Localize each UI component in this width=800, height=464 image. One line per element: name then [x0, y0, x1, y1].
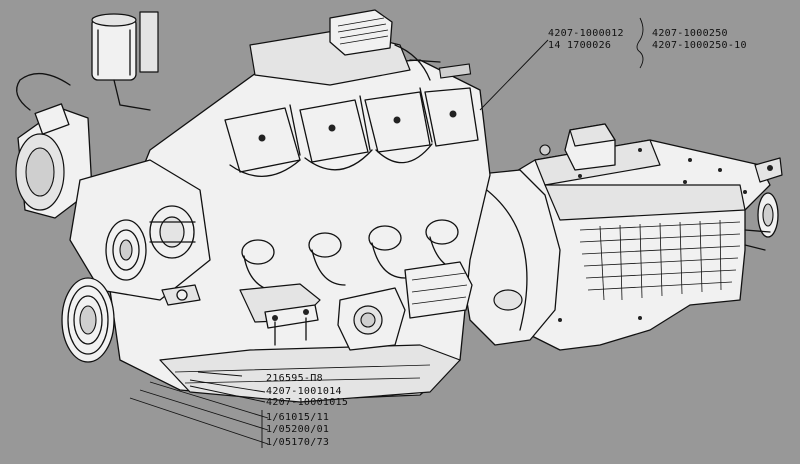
- rear-cylinder: [404, 261, 473, 319]
- output-flange: [744, 157, 783, 251]
- engine-mount-front: [264, 304, 319, 346]
- leader-engine-1: [189, 379, 266, 393]
- callout-heads-2: 14 1700026: [548, 40, 611, 51]
- leader-lines: [129, 17, 644, 448]
- oil-filter: [91, 11, 159, 111]
- callout-gearbox-2: 4207-1000250-10: [652, 40, 747, 51]
- callout-engine-1: 4207-1001014: [266, 386, 342, 397]
- callout-oil-pan: 216595-П8: [266, 373, 323, 384]
- head-cover-2: [299, 99, 369, 163]
- leader-engine-2: [189, 385, 266, 403]
- gearbox-bolts: [558, 148, 747, 322]
- gearbox-unit: [504, 123, 783, 351]
- oil-cooler: [337, 287, 406, 351]
- callout-gearbox-1: 4207-1000250: [652, 28, 728, 39]
- callout-heads-1: 4207-1000012: [548, 28, 624, 39]
- leader-oil-pan: [197, 371, 243, 377]
- fan-pulley: [105, 219, 147, 281]
- gearbox-ribs: [579, 219, 741, 301]
- callout-engine-2: 4207-10001015: [266, 397, 348, 408]
- clutch-housing: [459, 169, 561, 346]
- callout-bolt-1: 1/61015/11: [266, 412, 329, 423]
- gearbox-brace: [636, 17, 644, 69]
- starter-motor: [15, 73, 93, 219]
- callout-bolt-3: 1/05170/73: [266, 437, 329, 448]
- oil-pan: [159, 344, 461, 403]
- tensioner-bracket: [161, 284, 201, 306]
- cylinder-head-covers: [224, 87, 479, 177]
- top-manifold: [249, 9, 472, 86]
- alternator: [149, 205, 196, 259]
- air-compressor: [329, 9, 393, 56]
- crankshaft-pulley: [61, 277, 115, 363]
- callout-bolt-2: 1/05200/01: [266, 424, 329, 435]
- callout-labels: 4207-1000012 14 1700026 4207-1000250 420…: [266, 28, 747, 448]
- leader-heads: [479, 39, 549, 111]
